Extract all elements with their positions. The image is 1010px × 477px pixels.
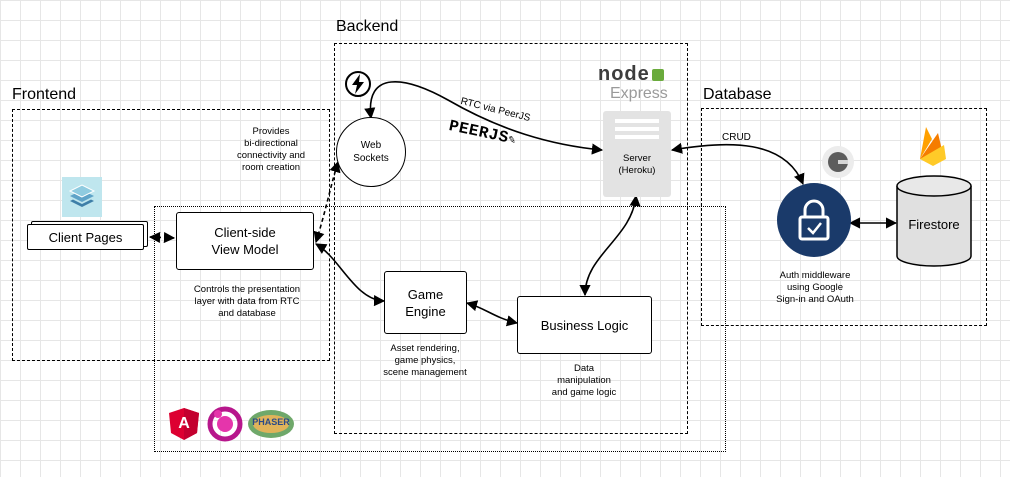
firestore-node[interactable]: Firestore (896, 175, 972, 272)
crud-label: CRUD (722, 132, 751, 143)
view-model-node[interactable]: Client-side View Model (176, 212, 314, 270)
edge-gameengine-business (465, 300, 519, 327)
firebase-icon (915, 125, 951, 172)
google-auth-icon (821, 145, 855, 184)
server-node[interactable]: Server (Heroku) (603, 111, 671, 197)
auth-note: Auth middleware using Google Sign-in and… (776, 270, 854, 305)
phaser-logo-text: PHASER (252, 417, 290, 427)
socketio-icon (343, 69, 373, 104)
database-region (701, 108, 987, 326)
client-pages-node[interactable]: Client Pages (27, 224, 144, 250)
data-manip-note: Data manipulation and game logic (551, 363, 617, 398)
web-sockets-node[interactable]: Web Sockets (336, 117, 406, 187)
node-logo-text: node (598, 63, 650, 85)
node-logo: node (598, 63, 664, 86)
game-engine-node[interactable]: Game Engine (384, 271, 467, 334)
auth-lock-node[interactable] (777, 183, 851, 257)
business-logic-label: Business Logic (540, 317, 629, 333)
express-logo: Express (610, 85, 668, 102)
view-model-label: Client-side View Model (211, 225, 279, 257)
database-title: Database (703, 86, 772, 103)
client-pages-label: Client Pages (48, 229, 123, 245)
layers-icon (62, 177, 102, 217)
lock-icon (798, 199, 830, 241)
provides-note: Provides bi-directional connectivity and… (236, 126, 306, 173)
rxjs-icon (207, 406, 243, 447)
angular-logo-text: A (178, 415, 190, 432)
angular-icon: A (168, 407, 200, 446)
web-sockets-label: Web Sockets (353, 140, 389, 164)
server-label: Server (Heroku) (618, 153, 656, 176)
app-region (154, 206, 726, 452)
edge-server-auth (670, 142, 805, 186)
business-logic-node[interactable]: Business Logic (517, 296, 652, 354)
frontend-title: Frontend (12, 86, 77, 103)
edge-business-server (579, 194, 641, 297)
firestore-label: Firestore (908, 217, 960, 232)
edge-websockets-server (364, 81, 604, 155)
edge-client-viewmodel (148, 231, 176, 244)
edge-viewmodel-websockets (313, 160, 341, 244)
edge-viewmodel-gameengine (315, 243, 386, 307)
backend-title: Backend (336, 18, 399, 35)
phaser-logo: PHASER (247, 406, 295, 440)
asset-note: Asset rendering, game physics, scene man… (383, 343, 467, 378)
game-engine-label: Game Engine (405, 286, 446, 319)
firestore-cylinder (896, 175, 972, 267)
presentation-note: Controls the presentation layer with dat… (193, 284, 301, 319)
